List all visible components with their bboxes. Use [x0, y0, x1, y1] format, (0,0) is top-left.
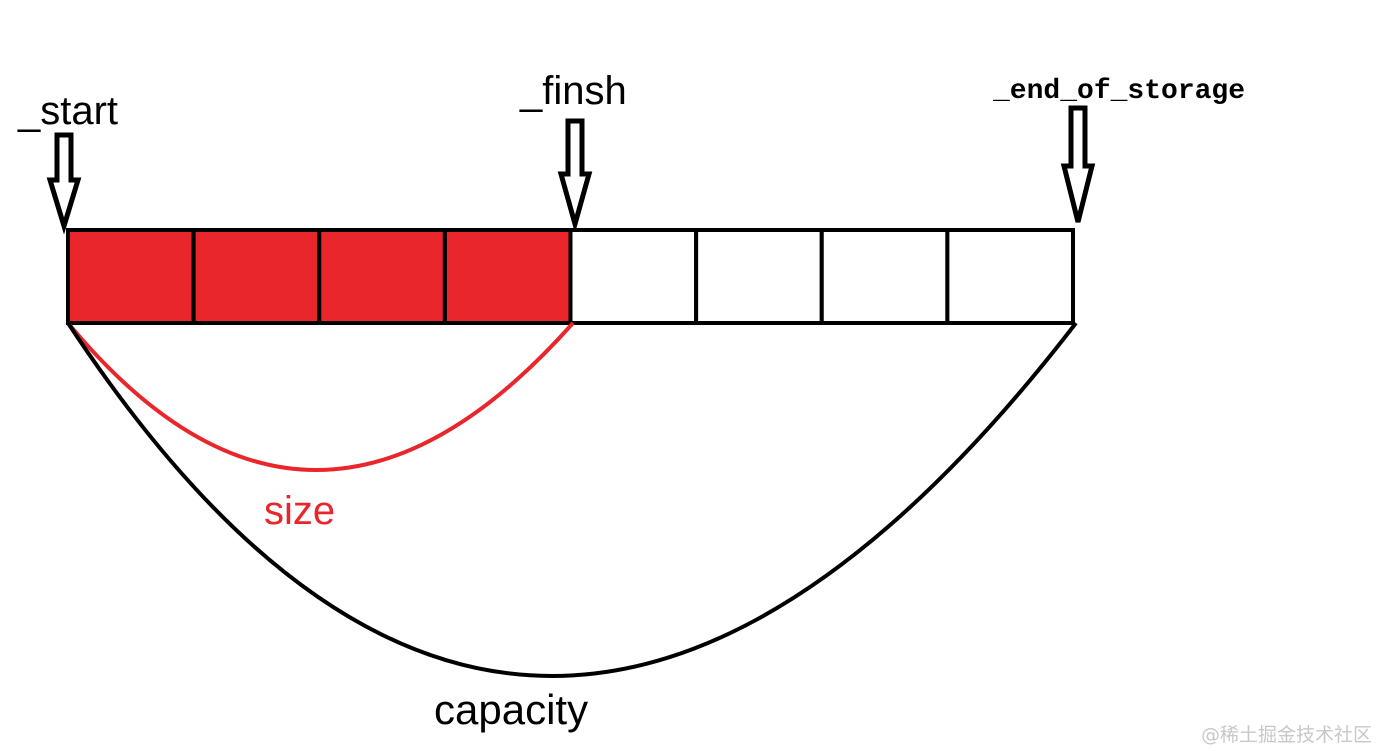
storage-array: [66, 228, 1075, 325]
capacity-curve: [66, 321, 1078, 678]
filled-cell: [191, 228, 322, 325]
size-curve: [66, 321, 575, 472]
watermark: @稀土掘金技术社区: [1201, 724, 1372, 746]
end-of-storage-label: _end_of_storage: [992, 76, 1245, 107]
size-label: size: [264, 489, 335, 533]
filled-cell: [442, 228, 573, 325]
empty-cell: [568, 228, 699, 325]
filled-cell: [66, 228, 196, 325]
start-label: _start: [17, 89, 118, 133]
finish-label: _finsh: [519, 69, 627, 113]
empty-cell: [945, 228, 1075, 325]
end-of-storage-arrow-icon: [1060, 105, 1096, 223]
empty-cell: [819, 228, 950, 325]
empty-cell: [694, 228, 824, 325]
finish-arrow-icon: [557, 118, 593, 234]
start-arrow-icon: [46, 132, 82, 235]
capacity-label: capacity: [434, 686, 588, 733]
filled-cell: [317, 228, 447, 325]
